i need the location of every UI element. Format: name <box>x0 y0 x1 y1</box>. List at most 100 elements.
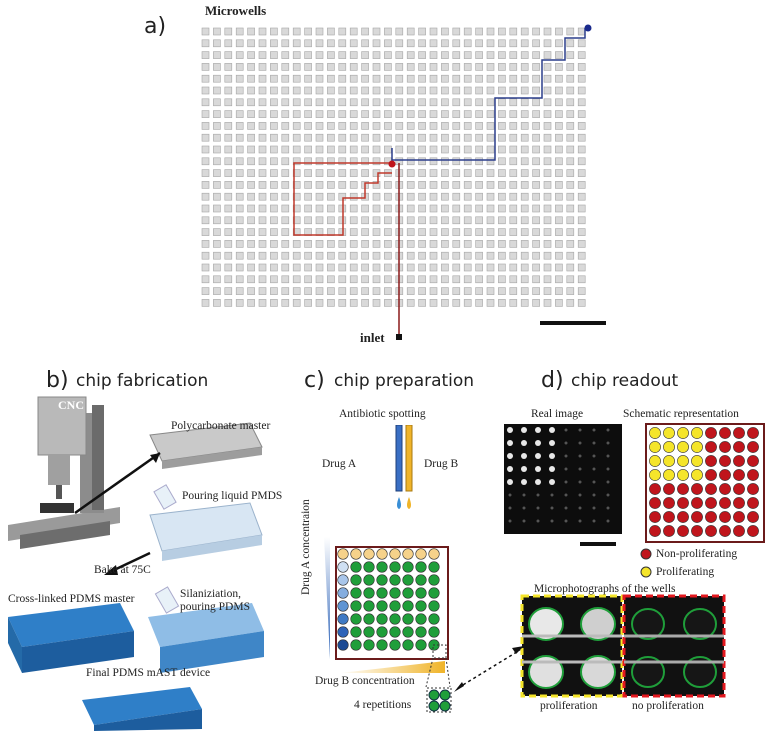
microwell <box>224 263 233 272</box>
microwell <box>327 122 335 130</box>
microwell <box>452 169 461 177</box>
microwell <box>372 204 381 213</box>
microwell <box>509 122 518 130</box>
microwell <box>235 287 244 295</box>
microwell <box>395 110 404 118</box>
drug-a-droplet <box>397 497 401 509</box>
microwell <box>532 287 540 295</box>
microwell <box>304 251 312 260</box>
scale-bar-a <box>540 321 606 325</box>
microwell <box>338 275 347 284</box>
microwell <box>292 275 301 284</box>
microwell <box>452 263 461 272</box>
microwell <box>555 204 563 213</box>
microwell <box>372 98 381 107</box>
microwell <box>327 192 335 201</box>
microwell <box>372 157 381 166</box>
microwell <box>395 51 404 59</box>
microwell <box>384 122 392 130</box>
microwell <box>463 63 472 71</box>
real-well <box>606 506 610 510</box>
microwell <box>395 74 404 83</box>
real-well <box>578 441 582 445</box>
repetition-well <box>428 700 440 712</box>
plate-well <box>389 548 401 560</box>
microwell <box>486 216 495 225</box>
microwell <box>498 39 506 48</box>
microwell <box>213 157 221 166</box>
microwell <box>213 169 221 177</box>
microwell <box>304 39 312 48</box>
microwell <box>201 228 210 236</box>
microwell <box>429 74 438 83</box>
non-proliferating-well <box>719 525 731 537</box>
microwell <box>555 157 563 166</box>
real-well <box>564 506 568 510</box>
zoom-source-box <box>432 644 447 659</box>
microwell <box>384 86 392 95</box>
microwell <box>498 27 506 36</box>
non-proliferating-well <box>705 525 717 537</box>
microwell <box>418 263 426 272</box>
microwell <box>486 51 495 59</box>
microwell <box>201 192 210 201</box>
microwell <box>532 74 540 83</box>
microwell <box>520 98 529 107</box>
microwell <box>384 228 392 236</box>
microwell <box>247 98 255 107</box>
microwell <box>475 51 483 59</box>
drug-b-gradient-wedge <box>340 661 445 673</box>
repetition-well <box>439 700 451 712</box>
non-proliferating-well <box>705 441 717 453</box>
proliferating-well <box>663 455 675 467</box>
microwell <box>338 133 347 142</box>
microwell <box>292 39 301 48</box>
microwell <box>384 74 392 83</box>
microwell <box>509 51 518 59</box>
microwell <box>338 251 347 260</box>
microwell <box>406 98 415 107</box>
microwell <box>270 228 278 236</box>
microwell <box>486 204 495 213</box>
microwell <box>475 74 483 83</box>
microwell <box>475 192 483 201</box>
plate-well <box>428 600 440 612</box>
microwell <box>258 216 267 225</box>
microwell <box>429 133 438 142</box>
real-well <box>564 480 568 484</box>
plate-well <box>389 626 401 638</box>
plate-well <box>376 587 388 599</box>
microwell <box>213 86 221 95</box>
microwell <box>304 299 312 307</box>
microwell <box>543 287 552 295</box>
microwell <box>555 251 563 260</box>
microwell <box>452 74 461 83</box>
non-proliferating-well <box>663 525 675 537</box>
panel-b-title: chip fabrication <box>76 371 209 391</box>
microwell <box>292 169 301 177</box>
microwell <box>452 145 461 154</box>
microwell <box>532 169 540 177</box>
microwell <box>441 251 449 260</box>
microwell <box>463 51 472 59</box>
microwell <box>429 63 438 71</box>
microwell <box>247 145 255 154</box>
microwell <box>418 169 426 177</box>
microwell <box>338 63 347 71</box>
microwell <box>247 63 255 71</box>
microwell <box>235 240 244 248</box>
real-well <box>592 441 596 445</box>
microwell <box>224 98 233 107</box>
plate-well <box>428 626 440 638</box>
real-well <box>549 440 555 446</box>
microwell <box>224 39 233 48</box>
non-proliferating-well <box>705 455 717 467</box>
drug-b-label: Drug B <box>424 458 459 470</box>
cnc-label: CNC <box>58 398 84 412</box>
microwell <box>315 263 324 272</box>
microwell <box>555 122 563 130</box>
proliferating-well <box>649 441 661 453</box>
non-proliferating-well <box>747 525 759 537</box>
real-well <box>550 506 554 510</box>
microwell <box>292 122 301 130</box>
